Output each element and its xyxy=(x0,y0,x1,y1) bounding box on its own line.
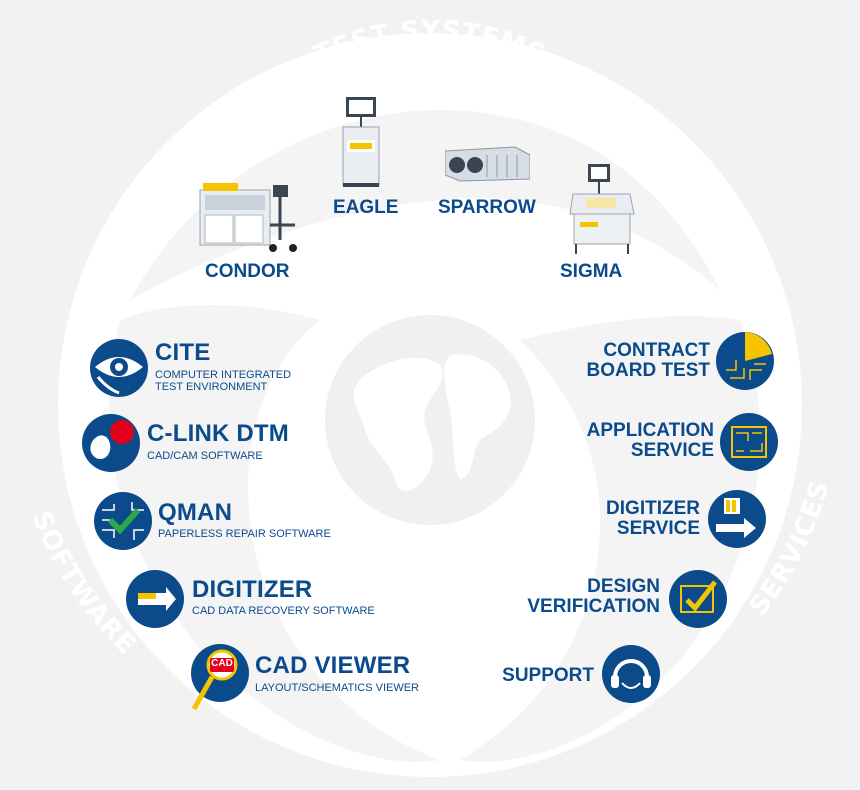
service-design-line2: VERIFICATION xyxy=(527,596,660,617)
service-digitizer-line1: DIGITIZER xyxy=(606,498,700,519)
service-support-label: SUPPORT xyxy=(502,666,594,686)
service-contract-board-test-label: CONTRACT BOARD TEST xyxy=(587,341,711,381)
software-digitizer-title: DIGITIZER xyxy=(192,576,313,603)
software-clink-title: C-LINK DTM xyxy=(147,420,289,447)
headset-icon xyxy=(602,645,660,703)
circuit-board-pie-icon xyxy=(716,332,774,390)
software-qman-subtitle: PAPERLESS REPAIR SOFTWARE xyxy=(158,528,331,540)
software-qman-title: QMAN xyxy=(158,499,233,526)
globe-link-icon xyxy=(82,414,140,472)
software-cite-subtitle-line1: COMPUTER INTEGRATED xyxy=(155,369,292,381)
globe-landmass-1 xyxy=(353,357,443,491)
magnifier-cad-icon xyxy=(191,644,249,711)
software-cadviewer-title: CAD VIEWER xyxy=(255,652,411,679)
swirl-left xyxy=(108,305,440,762)
globe-landmass-2 xyxy=(444,354,511,480)
sparrow-machine-image xyxy=(445,146,530,182)
software-clink-subtitle: CAD/CAM SOFTWARE xyxy=(147,450,263,462)
cad-icon-text: CAD xyxy=(211,658,233,669)
software-cite-subtitle-line2: TEST ENVIRONMENT xyxy=(155,381,268,393)
board-check-icon xyxy=(669,570,727,628)
software-cadviewer-subtitle: LAYOUT/SCHEMATICS VIEWER xyxy=(255,682,420,694)
test-system-condor-label: CONDOR xyxy=(205,261,290,282)
swirl-top xyxy=(130,110,720,300)
test-system-sparrow-label: SPARROW xyxy=(438,197,536,218)
eye-icon xyxy=(90,339,148,397)
service-digitizer-label: DIGITIZER SERVICE xyxy=(606,499,700,539)
service-contract-line2: BOARD TEST xyxy=(586,360,711,381)
test-system-sigma-label: SIGMA xyxy=(560,261,623,282)
circuit-check-icon xyxy=(94,492,152,550)
hand-arrow-icon xyxy=(708,490,766,548)
service-design-line1: DESIGN xyxy=(587,576,660,597)
software-digitizer-subtitle: CAD DATA RECOVERY SOFTWARE xyxy=(192,605,375,617)
digitizer-arrow-icon xyxy=(126,570,184,628)
service-application-label: APPLICATION SERVICE xyxy=(587,421,714,461)
condor-machine-image xyxy=(199,183,297,252)
software-cite-title: CITE xyxy=(155,339,211,366)
service-application-line2: SERVICE xyxy=(630,440,714,461)
service-design-verification-label: DESIGN VERIFICATION xyxy=(527,577,660,617)
service-support-line1: SUPPORT xyxy=(502,665,594,686)
circuit-board-icon xyxy=(720,413,778,471)
sigma-machine-image xyxy=(569,164,635,254)
service-digitizer-line2: SERVICE xyxy=(616,518,700,539)
eagle-machine-image xyxy=(342,97,380,187)
test-system-eagle-label: EAGLE xyxy=(333,197,399,218)
service-contract-line1: CONTRACT xyxy=(603,340,710,361)
swirl-right xyxy=(460,316,760,762)
service-application-line1: APPLICATION xyxy=(586,420,714,441)
